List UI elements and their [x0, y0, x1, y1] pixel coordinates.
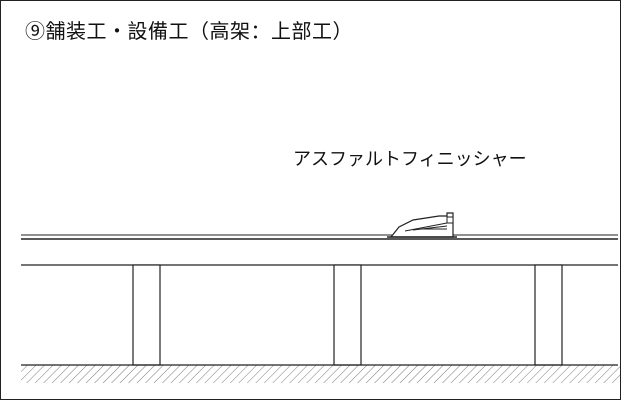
pier-2 [333, 264, 362, 366]
diagram-title: ⑨舗装工・設備工（高架：上部工） [25, 19, 353, 43]
pier-3 [534, 264, 563, 366]
bridge-deck-surface [21, 234, 618, 240]
bridge-piers [132, 264, 563, 366]
pier-1 [132, 264, 161, 366]
asphalt-finisher-machine [387, 212, 457, 238]
ground-hatch [21, 364, 620, 383]
asphalt-finisher-label: アスファルトフィニッシャー [293, 149, 527, 170]
